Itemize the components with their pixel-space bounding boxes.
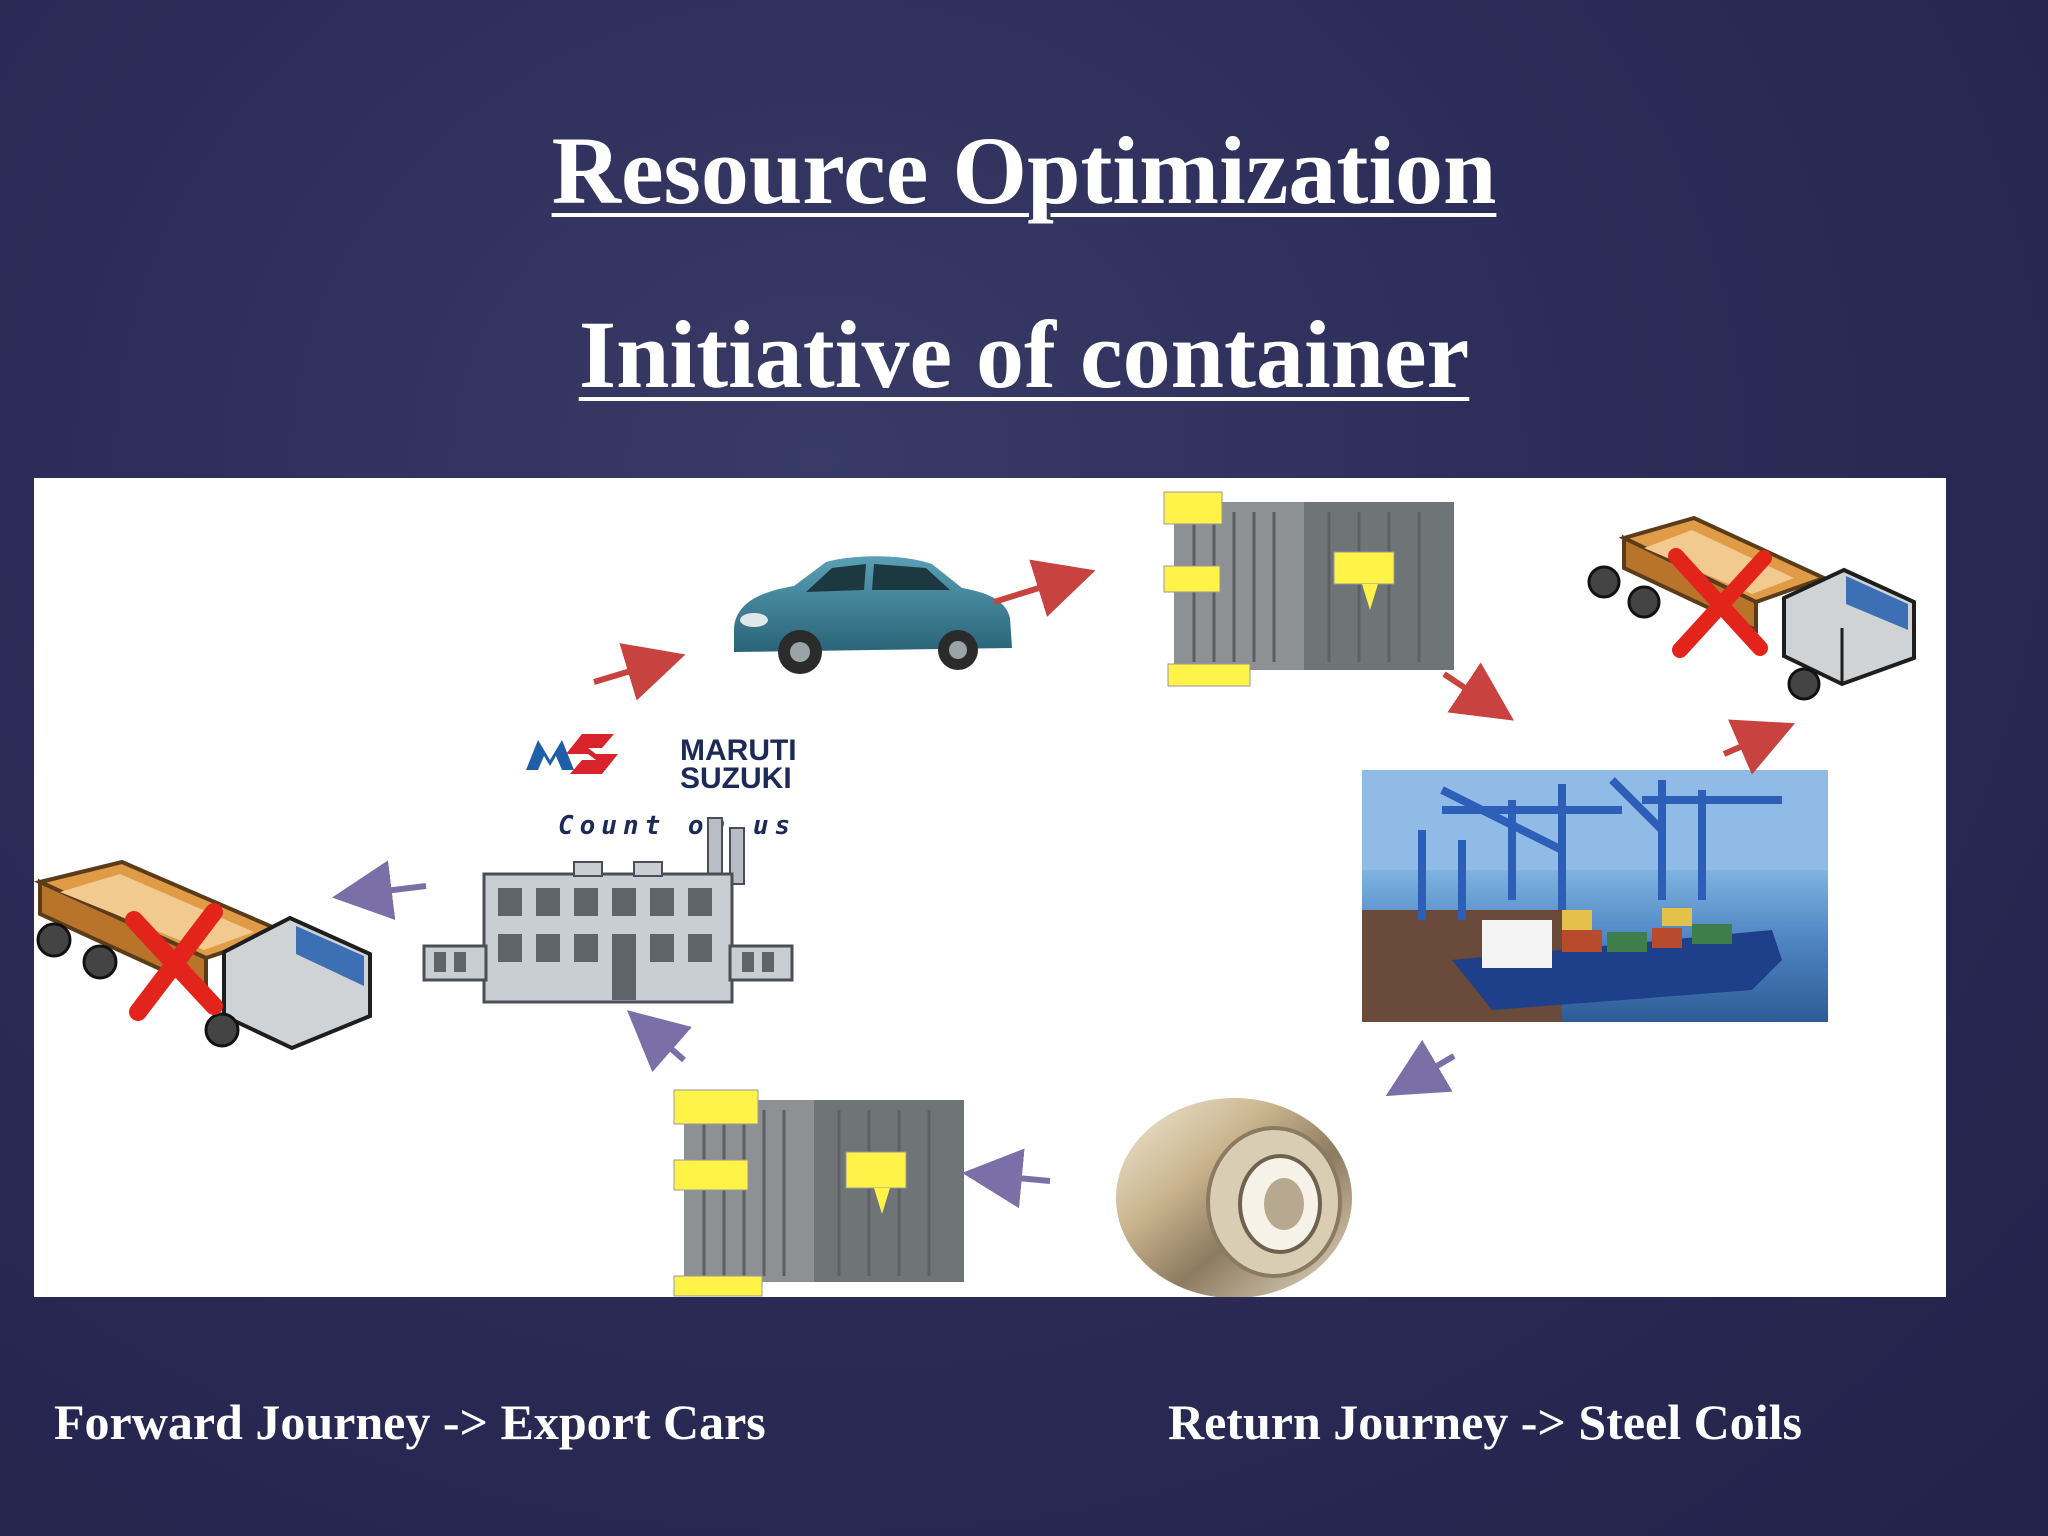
forward-arrow — [993, 559, 1096, 617]
car-icon — [734, 556, 1012, 674]
forward-flow-arrows — [593, 559, 1796, 775]
slide-title: Resource Optimization — [551, 117, 1497, 224]
cancel-mark-icon — [125, 903, 223, 1021]
factory-icon — [422, 817, 794, 1004]
return-journey-caption: Return Journey -> Steel Coils — [1168, 1394, 1802, 1450]
return-arrow — [626, 1010, 692, 1073]
forward-arrow — [1442, 662, 1514, 721]
truck-icon — [34, 859, 372, 1051]
return-arrow — [962, 1148, 1051, 1209]
forward-arrow — [593, 643, 686, 701]
forward-journey-caption: Forward Journey -> Export Cars — [54, 1394, 766, 1450]
brand-tagline: Count on us — [558, 811, 796, 841]
brand-logo: MARUTI SUZUKI Count on us — [526, 734, 797, 841]
return-arrow — [1385, 1039, 1456, 1097]
container-icon — [1163, 491, 1454, 687]
brand-name-line1: MARUTI — [680, 734, 797, 767]
cancel-mark-icon — [1668, 548, 1772, 658]
return-flow-arrows — [332, 860, 1456, 1209]
journey-diagram: MARUTI SUZUKI Count on us — [34, 478, 1946, 1297]
slide-subtitle: Initiative of container — [578, 301, 1470, 408]
brand-name-line2: SUZUKI — [680, 762, 792, 795]
steel-coil-icon — [1116, 1098, 1352, 1297]
forward-arrow — [1722, 719, 1796, 775]
return-arrow — [332, 860, 427, 920]
container-icon — [673, 1089, 964, 1297]
port-ship-icon — [1362, 770, 1828, 1022]
truck-icon — [1587, 515, 1916, 701]
